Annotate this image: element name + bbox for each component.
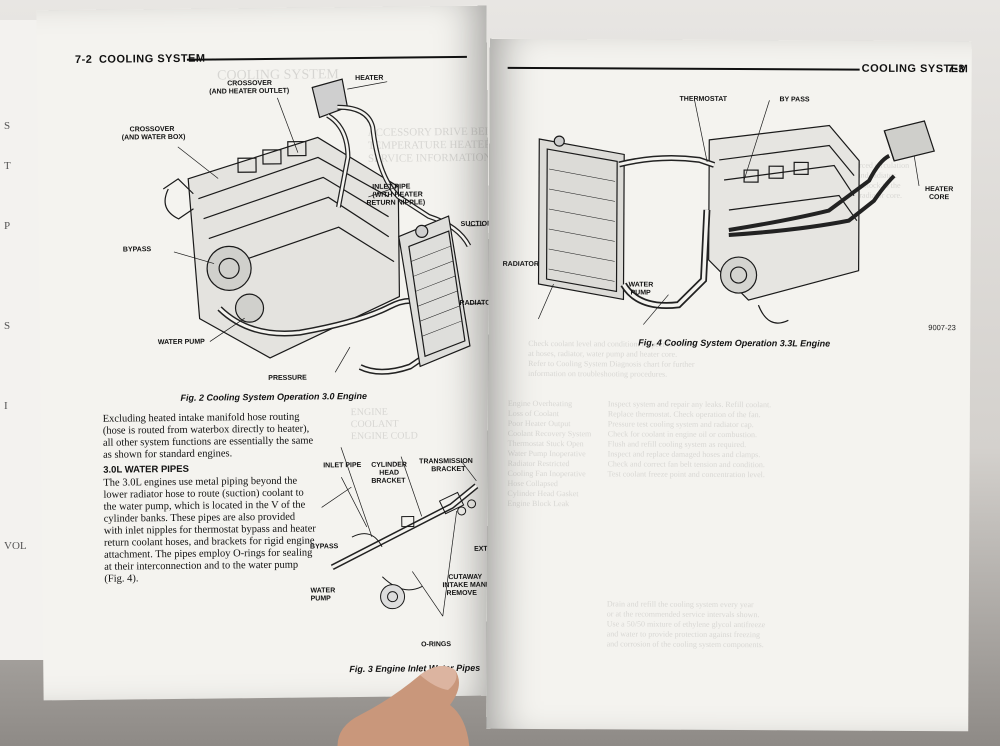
fig3-label-cutaway-3: REMOVE (446, 589, 477, 598)
paragraph-hose-routing: Excluding heated intake manifold hose ro… (102, 411, 314, 461)
right-page-number: 7-3 (947, 63, 966, 76)
paragraph-water-pipes: The 3.0L engines use metal piping beyond… (103, 475, 316, 585)
label-suction: SUCTION (460, 220, 493, 228)
label-inlet-pipe-3: RETURN NIPPLE) (366, 199, 426, 207)
left-page-number: 7-2 (74, 53, 93, 66)
label-heater: HEATER (355, 74, 384, 83)
bleed-through-right-text-3: Engine Overheating Loss of Coolant Poor … (507, 398, 592, 509)
fig3-label-cutaway-2: INTAKE MANI (442, 581, 488, 590)
fig3-label-transmission-2: BRACKET (431, 465, 466, 474)
bleed-through-block: ENGINE COOLANT ENGINE COLD (350, 406, 418, 443)
heater-box-shape (311, 78, 349, 119)
fig3-label-cylinder-2: HEAD (379, 469, 400, 477)
bleed-through-right-text-4: Inspect system and repair any leaks. Ref… (607, 399, 772, 480)
label-crossover-outlet-2: (AND HEATER OUTLET) (209, 87, 290, 96)
fig4-label-water-1: WATER (628, 281, 654, 289)
fig3-label-cylinder-3: BRACKET (371, 477, 406, 485)
right-header-rule (507, 66, 860, 71)
label-pressure: PRESSURE (268, 374, 307, 382)
fig3-label-inlet-pipe: INLET PIPE (323, 461, 362, 470)
label-bypass: BYPASS (122, 246, 152, 254)
fig4-label-bypass: BY PASS (779, 96, 810, 104)
fig4-label-water-2: PUMP (630, 289, 651, 297)
fig3-label-ext: EXT (474, 545, 488, 553)
label-crossover-box-2: (AND WATER BOX) (121, 133, 186, 142)
hand (337, 666, 470, 746)
fig3-label-water-1: WATER (310, 587, 336, 595)
fig3-label-cylinder-1: CYLINDER (371, 461, 407, 469)
left-header-rule (186, 55, 467, 61)
bleed-through-right-text-5: Drain and refill the cooling system ever… (606, 599, 766, 650)
fig4-code: 9007-23 (928, 323, 956, 333)
fig4-label-radiator: RADIATOR (502, 260, 539, 269)
fig3-label-bypass: BYPASS (309, 543, 339, 551)
fig4-caption: Fig. 4 Cooling System Operation 3.3L Eng… (638, 337, 831, 349)
fig3-pipes-illustration (321, 447, 479, 617)
subheading-water-pipes: 3.0L WATER PIPES (103, 463, 189, 476)
fig4-label-thermostat: THERMOSTAT (679, 95, 728, 103)
left-page: 7-2 COOLING SYSTEM COOLING SYSTEM ACCESS… (36, 5, 494, 701)
fig2-caption: Fig. 2 Cooling System Operation 3.0 Engi… (180, 390, 368, 403)
fig4-label-heater-2: CORE (928, 194, 950, 202)
fig4-label-heater-1: HEATER (925, 186, 954, 194)
label-water-pump: WATER PUMP (157, 338, 205, 347)
right-page: COOLING SYSTEM 7-3 The cooling system op… (486, 38, 972, 732)
fig2-engine-illustration (162, 78, 485, 375)
fig3-label-water-2: PUMP (310, 595, 331, 603)
fig4-engine-illustration (537, 99, 935, 325)
fig3-label-orings: O-RINGS (421, 641, 452, 649)
